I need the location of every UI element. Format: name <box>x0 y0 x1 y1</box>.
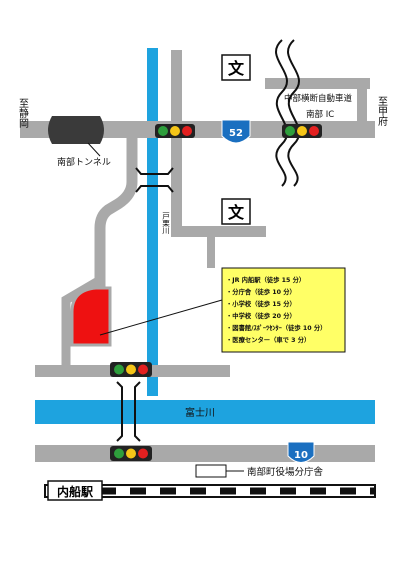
svg-text:10: 10 <box>294 450 308 461</box>
school-road <box>171 226 266 237</box>
tunnel-label: 南部トンネル <box>57 156 111 168</box>
expressway-label: 中部横断自動車道 <box>284 93 353 104</box>
info-item: ・医療センター（車で 3 分） <box>226 335 310 344</box>
tunnel-leader-line <box>87 142 101 157</box>
info-item: ・JR 内船駅（徒歩 15 分） <box>226 275 305 284</box>
railway-icon <box>44 484 376 498</box>
expressway-line-east <box>287 39 301 187</box>
traffic-light-icon <box>282 124 322 138</box>
branch-office-marker[interactable] <box>195 464 227 478</box>
info-item: ・中学校（徒歩 20 分） <box>226 311 296 320</box>
traffic-light-icon <box>110 362 152 377</box>
school-spur-road <box>207 237 215 268</box>
branch-office-label: 南部町役場分庁舎 <box>247 466 324 478</box>
info-box <box>221 267 346 353</box>
traffic-light-icon <box>110 446 152 461</box>
to-kofu-label: 至甲府 <box>376 96 388 127</box>
bridge-icon <box>116 381 141 442</box>
tunnel-icon <box>48 116 104 144</box>
hospital-road <box>61 276 103 372</box>
route-shield-icon: 10 <box>287 441 315 463</box>
route-shield-icon: 52 <box>221 119 251 144</box>
interchange-label: 南部 IC <box>306 109 334 120</box>
info-item: ・図書館/ｽﾎﾟｰﾂｾﾝﾀｰ（徒歩 10 分） <box>226 323 326 332</box>
togurigawa-label: 戸栗川 <box>161 212 170 235</box>
school-icon[interactable]: 文 <box>221 198 251 225</box>
info-item: ・分庁舎（徒歩 10 分） <box>226 287 296 296</box>
route-10-road <box>35 445 375 462</box>
expressway-line-west <box>275 39 289 187</box>
station-marker[interactable]: 内船駅 <box>47 480 103 501</box>
expressway-road <box>265 78 370 89</box>
info-leader-line <box>99 299 223 336</box>
fujikawa-river <box>35 400 375 424</box>
svg-text:文: 文 <box>228 203 245 222</box>
bridge-icon <box>135 167 174 193</box>
to-shizuoka-label: 至静岡 <box>17 98 29 129</box>
medical-center-area[interactable] <box>70 286 112 347</box>
station-label: 内船駅 <box>57 484 94 499</box>
ic-access-road <box>357 78 367 121</box>
traffic-light-icon <box>155 124 195 138</box>
school-icon[interactable]: 文 <box>221 54 251 81</box>
togurigawa-river <box>147 48 158 396</box>
info-item: ・小学校（徒歩 15 分） <box>226 299 296 308</box>
north-road <box>171 50 182 236</box>
west-road <box>94 138 138 290</box>
svg-text:52: 52 <box>229 128 243 139</box>
fujikawa-label: 富士川 <box>185 406 215 419</box>
svg-text:文: 文 <box>228 59 245 78</box>
